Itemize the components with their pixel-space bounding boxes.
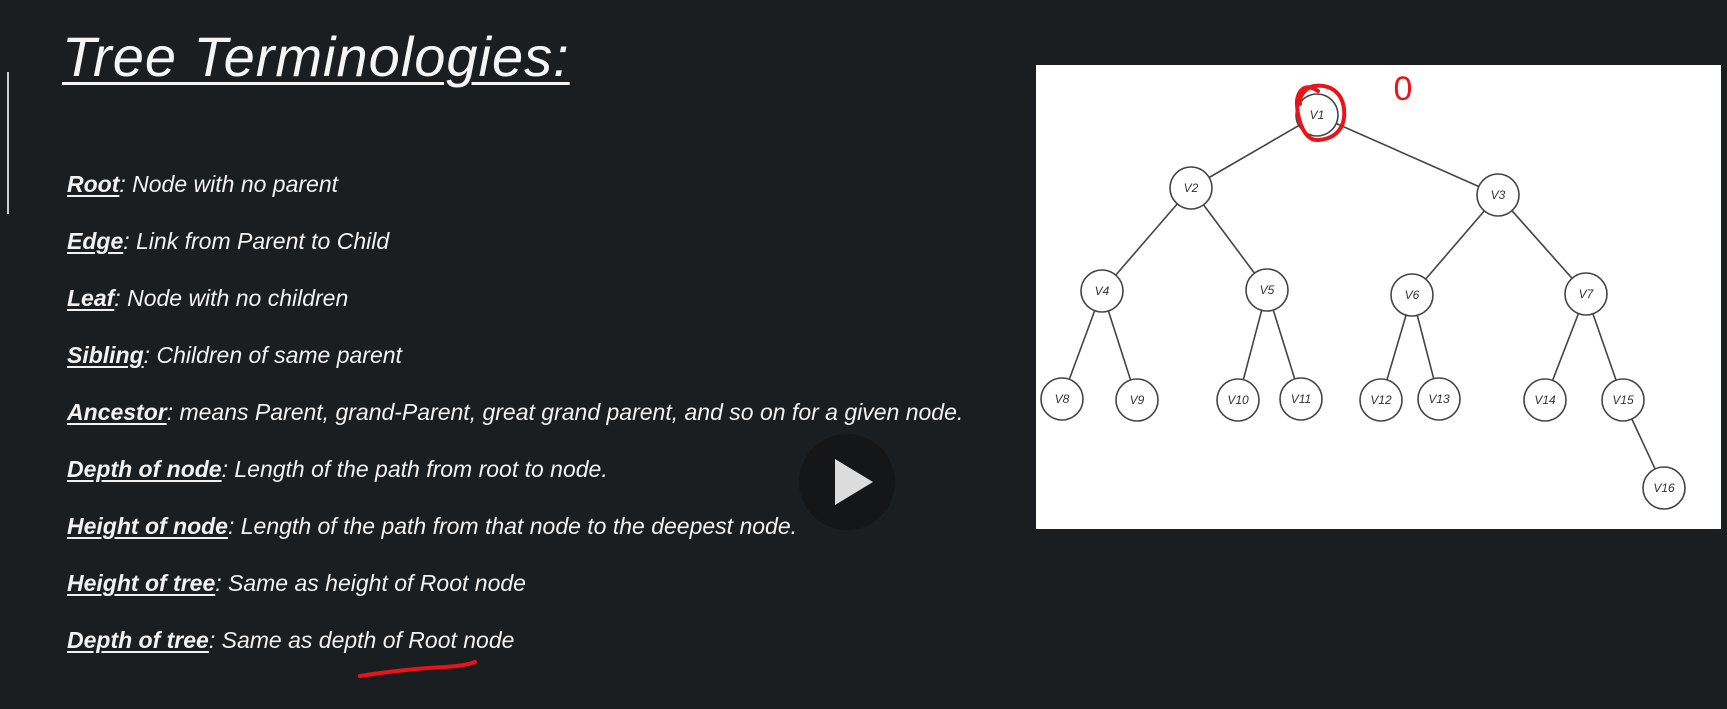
- tree-node-v14: V14: [1523, 378, 1567, 422]
- term-separator: :: [166, 399, 174, 425]
- term-name: Root: [67, 171, 120, 197]
- tree-node-circle: [1115, 378, 1159, 422]
- tree-node-label: V4: [1095, 284, 1110, 298]
- left-divider: [7, 72, 9, 214]
- term-definition: Children of same parent: [150, 342, 402, 368]
- tree-node-circle: [1523, 378, 1567, 422]
- tree-node-circle: [1417, 377, 1461, 421]
- term-name: Leaf: [67, 285, 115, 311]
- tree-node-v4: V4: [1080, 269, 1124, 313]
- tree-node-circle: [1080, 269, 1124, 313]
- term-depth-of-node: Depth of node: Length of the path from r…: [67, 454, 1017, 511]
- term-height-of-node: Height of node: Length of the path from …: [67, 511, 1017, 568]
- tree-node-v10: V10: [1216, 378, 1260, 422]
- tree-node-circle: [1642, 466, 1686, 510]
- tree-node-label: V10: [1227, 393, 1249, 407]
- tree-node-v3: V3: [1476, 173, 1520, 217]
- tree-node-v13: V13: [1417, 377, 1461, 421]
- tree-node-circle: [1601, 378, 1645, 422]
- tree-node-label: V16: [1653, 481, 1675, 495]
- tree-node-label: V7: [1579, 287, 1595, 301]
- tree-node-label: V11: [1291, 392, 1311, 406]
- term-definition: Same as depth of Root node: [215, 627, 515, 653]
- term-definition: Length of the path from that node to the…: [234, 513, 798, 539]
- term-depth-of-tree: Depth of tree: Same as depth of Root nod…: [67, 625, 1017, 682]
- play-icon: [835, 459, 873, 505]
- tree-node-label: V5: [1260, 283, 1275, 297]
- tree-edge-v3-v7: [1497, 194, 1587, 295]
- term-height-of-tree: Height of tree: Same as height of Root n…: [67, 568, 1017, 625]
- tree-edge-v2-v4: [1101, 187, 1192, 292]
- term-separator: :: [215, 570, 222, 596]
- terms-list: Root: Node with no parent Edge: Link fro…: [67, 169, 1017, 682]
- tree-node-circle: [1245, 268, 1289, 312]
- tree-node-label: V6: [1405, 288, 1420, 302]
- tree-node-v1: V1: [1295, 93, 1339, 137]
- term-root: Root: Node with no parent: [67, 169, 1017, 226]
- tree-edge-v3-v6: [1411, 194, 1499, 296]
- tree-node-v16: V16: [1642, 466, 1686, 510]
- tree-node-v5: V5: [1245, 268, 1289, 312]
- term-separator: :: [208, 627, 216, 653]
- term-ancestor: Ancestor: means Parent, grand-Parent, gr…: [67, 397, 1017, 454]
- tree-node-v15: V15: [1601, 378, 1645, 422]
- term-definition: Same as height of Root node: [221, 570, 526, 596]
- tree-node-circle: [1390, 273, 1434, 317]
- tree-node-circle: [1476, 173, 1520, 217]
- tree-node-v2: V2: [1169, 166, 1213, 210]
- tree-node-label: V1: [1310, 108, 1325, 122]
- tree-node-v11: V11: [1279, 377, 1323, 421]
- tree-node-label: V2: [1184, 181, 1199, 195]
- tree-node-label: V8: [1055, 392, 1070, 406]
- tree-edge-v1-v2: [1190, 114, 1318, 189]
- tree-node-v8: V8: [1040, 377, 1084, 421]
- tree-node-circle: [1279, 377, 1323, 421]
- tree-node-label: V3: [1491, 188, 1506, 202]
- tree-node-circle: [1359, 378, 1403, 422]
- tree-node-circle: [1564, 272, 1608, 316]
- tree-node-v12: V12: [1359, 378, 1403, 422]
- term-definition: Link from Parent to Child: [129, 228, 390, 254]
- term-separator: :: [123, 228, 130, 254]
- term-definition: Node with no children: [120, 285, 349, 311]
- tree-node-circle: [1169, 166, 1213, 210]
- term-name: Edge: [67, 228, 124, 254]
- term-name: Sibling: [67, 342, 144, 368]
- term-definition: Node with no parent: [125, 171, 339, 197]
- term-sibling: Sibling: Children of same parent: [67, 340, 1017, 397]
- term-separator: :: [143, 342, 151, 368]
- term-leaf: Leaf: Node with no children: [67, 283, 1017, 340]
- tree-node-label: V13: [1428, 392, 1450, 406]
- tree-node-circle: [1040, 377, 1084, 421]
- term-edge: Edge: Link from Parent to Child: [67, 226, 1017, 283]
- play-button[interactable]: [799, 434, 895, 530]
- tree-node-label: V12: [1370, 393, 1392, 407]
- term-name: Depth of node: [67, 456, 222, 482]
- slide-title: Tree Terminologies:: [62, 25, 570, 88]
- term-name: Height of tree: [67, 570, 216, 596]
- term-name: Depth of tree: [67, 627, 209, 653]
- term-separator: :: [221, 456, 228, 482]
- term-separator: :: [119, 171, 126, 197]
- term-definition: Length of the path from root to node.: [227, 456, 608, 482]
- tree-node-v6: V6: [1390, 273, 1434, 317]
- tree-node-circle: [1216, 378, 1260, 422]
- term-name: Height of node: [67, 513, 228, 539]
- tree-node-v7: V7: [1564, 272, 1608, 316]
- tree-node-label: V15: [1612, 393, 1634, 407]
- term-separator: :: [114, 285, 121, 311]
- tree-node-label: V14: [1534, 393, 1556, 407]
- term-definition: means Parent, grand-Parent, great grand …: [173, 399, 964, 425]
- term-name: Ancestor: [67, 399, 167, 425]
- tree-edge-v1-v3: [1316, 114, 1499, 196]
- term-separator: :: [227, 513, 235, 539]
- tree-node-label: V9: [1130, 393, 1145, 407]
- tree-node-v9: V9: [1115, 378, 1159, 422]
